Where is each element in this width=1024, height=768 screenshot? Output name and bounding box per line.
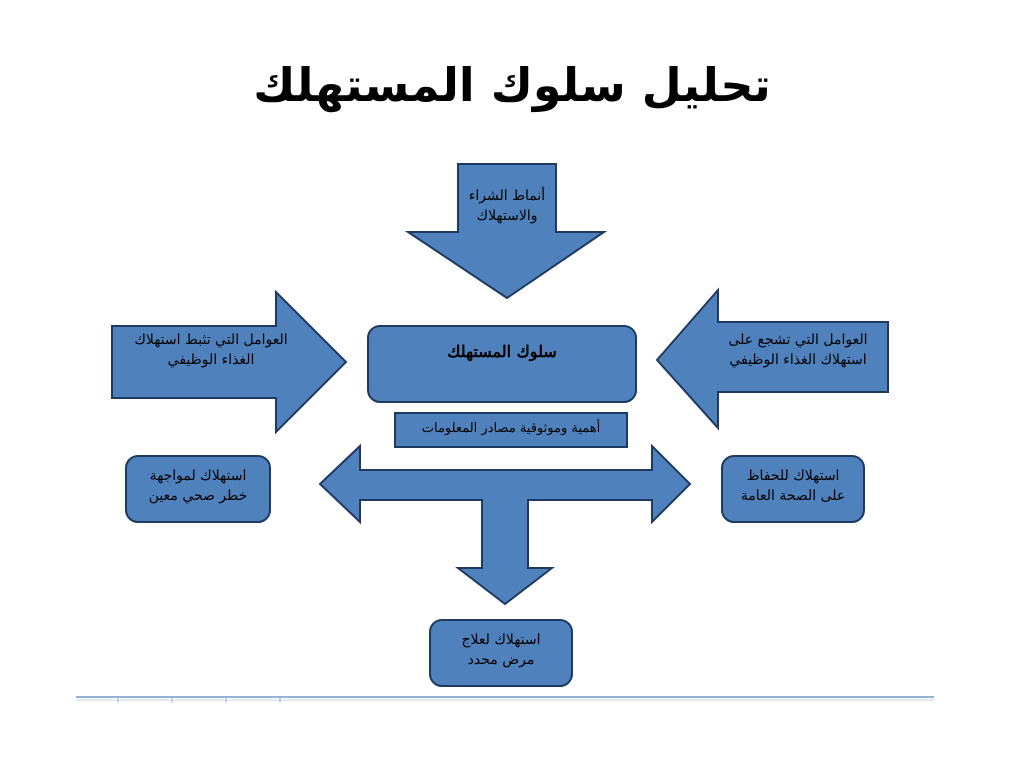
center-box-shape: [367, 325, 637, 403]
center-label: سلوك المستهلك: [368, 340, 636, 363]
right-box-label: استهلاك للحفاظ على الصحة العامة: [722, 466, 864, 507]
right-arrow-label: العوامل التي تشجع على استهلاك الغذاء الو…: [698, 330, 898, 371]
top-arrow-shape: [404, 163, 608, 300]
spread-arrow-shape: [318, 443, 692, 606]
center-label-text: سلوك المستهلك: [447, 342, 557, 361]
right-arrow-label-line1: العوامل التي تشجع على: [728, 332, 868, 348]
info-box-label-text: أهمية وموثوقية مصادر المعلومات: [421, 421, 601, 436]
bottom-box-label-line1: استهلاك لعلاج: [461, 632, 541, 648]
top-arrow-label: أنماط الشراء والاستهلاك: [447, 186, 567, 227]
right-box-label-line1: استهلاك للحفاظ: [746, 468, 840, 484]
bottom-box-label: استهلاك لعلاج مرض محدد: [430, 630, 572, 671]
left-arrow-shape: [111, 289, 348, 435]
info-box-shape: [394, 412, 628, 448]
info-box-label: أهمية وموثوقية مصادر المعلومات: [395, 420, 627, 439]
top-arrow-label-line2: والاستهلاك: [476, 208, 538, 225]
left-box-shape: [125, 455, 271, 523]
bottom-box-label-line2: مرض محدد: [467, 652, 535, 669]
left-arrow-label-line2: الغذاء الوظيفي: [167, 352, 255, 369]
right-box-label-line2: على الصحة العامة: [740, 488, 846, 505]
left-box-label-line2: خطر صحي معين: [148, 488, 248, 505]
right-arrow-label-line2: استهلاك الغذاء الوظيفي: [729, 352, 867, 369]
left-box-label: استهلاك لمواجهة خطر صحي معين: [126, 466, 270, 507]
bottom-box-shape: [429, 619, 573, 687]
left-box-label-line1: استهلاك لمواجهة: [149, 468, 247, 484]
right-arrow-shape: [655, 287, 889, 431]
left-arrow-label: العوامل التي تثبط استهلاك الغذاء الوظيفي: [106, 330, 316, 371]
right-box-shape: [721, 455, 865, 523]
slide-title: تحليل سلوك المستهلك: [253, 58, 771, 112]
left-arrow-label-line1: العوامل التي تثبط استهلاك: [134, 332, 288, 348]
top-arrow-label-line1: أنماط الشراء: [468, 188, 546, 204]
